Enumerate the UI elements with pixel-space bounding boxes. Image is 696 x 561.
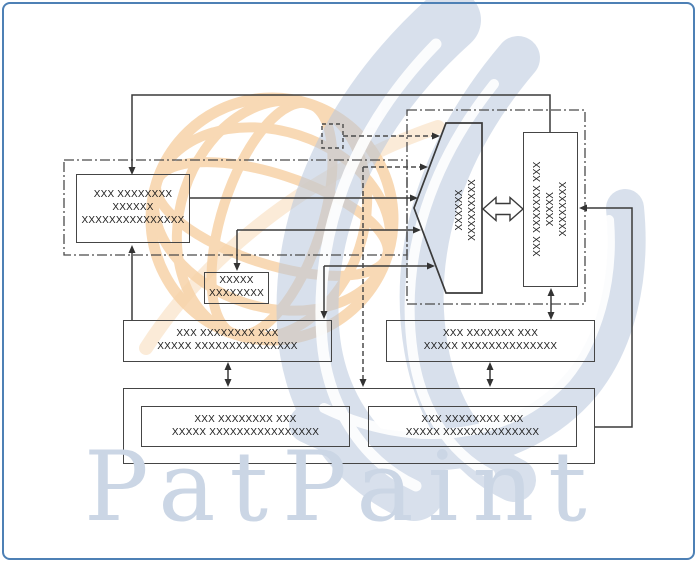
- right-vertical-module-box: [523, 132, 578, 287]
- mid-right-module-box: XXX XXXXXXX XXX XXXXX XXXXXXXXXXXXXX: [386, 320, 595, 362]
- feather-highlights: [315, 38, 615, 492]
- selector-trapezoid: [413, 122, 483, 294]
- orange-swoosh-icon: [139, 120, 445, 355]
- dashed-connectors: [343, 135, 433, 380]
- right-vertical-module-label: XXX XXXXXXX XXX XXXXX XXXXXXXX: [531, 161, 569, 257]
- solid-connectors: [131, 94, 633, 428]
- bottom-left-module-box: XXX XXXXXXXX XXX XXXXX XXXXXXXXXXXXXXXX: [141, 406, 350, 447]
- left-module-box: XXX XXXXXXXX XXXXXX XXXXXXXXXXXXXXX: [76, 174, 190, 243]
- dashdot-region-left: [63, 159, 408, 256]
- mid-left-module-box: XXX XXXXXXXX XXX XXXXX XXXXXXXXXXXXXXX: [123, 320, 332, 362]
- arrowheads: [128, 132, 587, 387]
- bidirectional-hollow-arrow: [481, 195, 525, 223]
- connector-rightbox-to-leftbox: [131, 94, 551, 168]
- bottom-right-module-box: XXX XXXXXXXX XXX XXXXX XXXXXXXXXXXXXX: [368, 406, 577, 447]
- globe-watermark-icon: [145, 92, 399, 346]
- bottom-outer-box: [123, 388, 595, 464]
- connector-bottom-to-rightbox: [586, 207, 633, 428]
- dashed-placeholder-box: [321, 123, 344, 149]
- small-module-box: XXXXX XXXXXXXX: [204, 272, 269, 304]
- selector-label: XXXXXX XXXXXXXXX: [454, 179, 478, 241]
